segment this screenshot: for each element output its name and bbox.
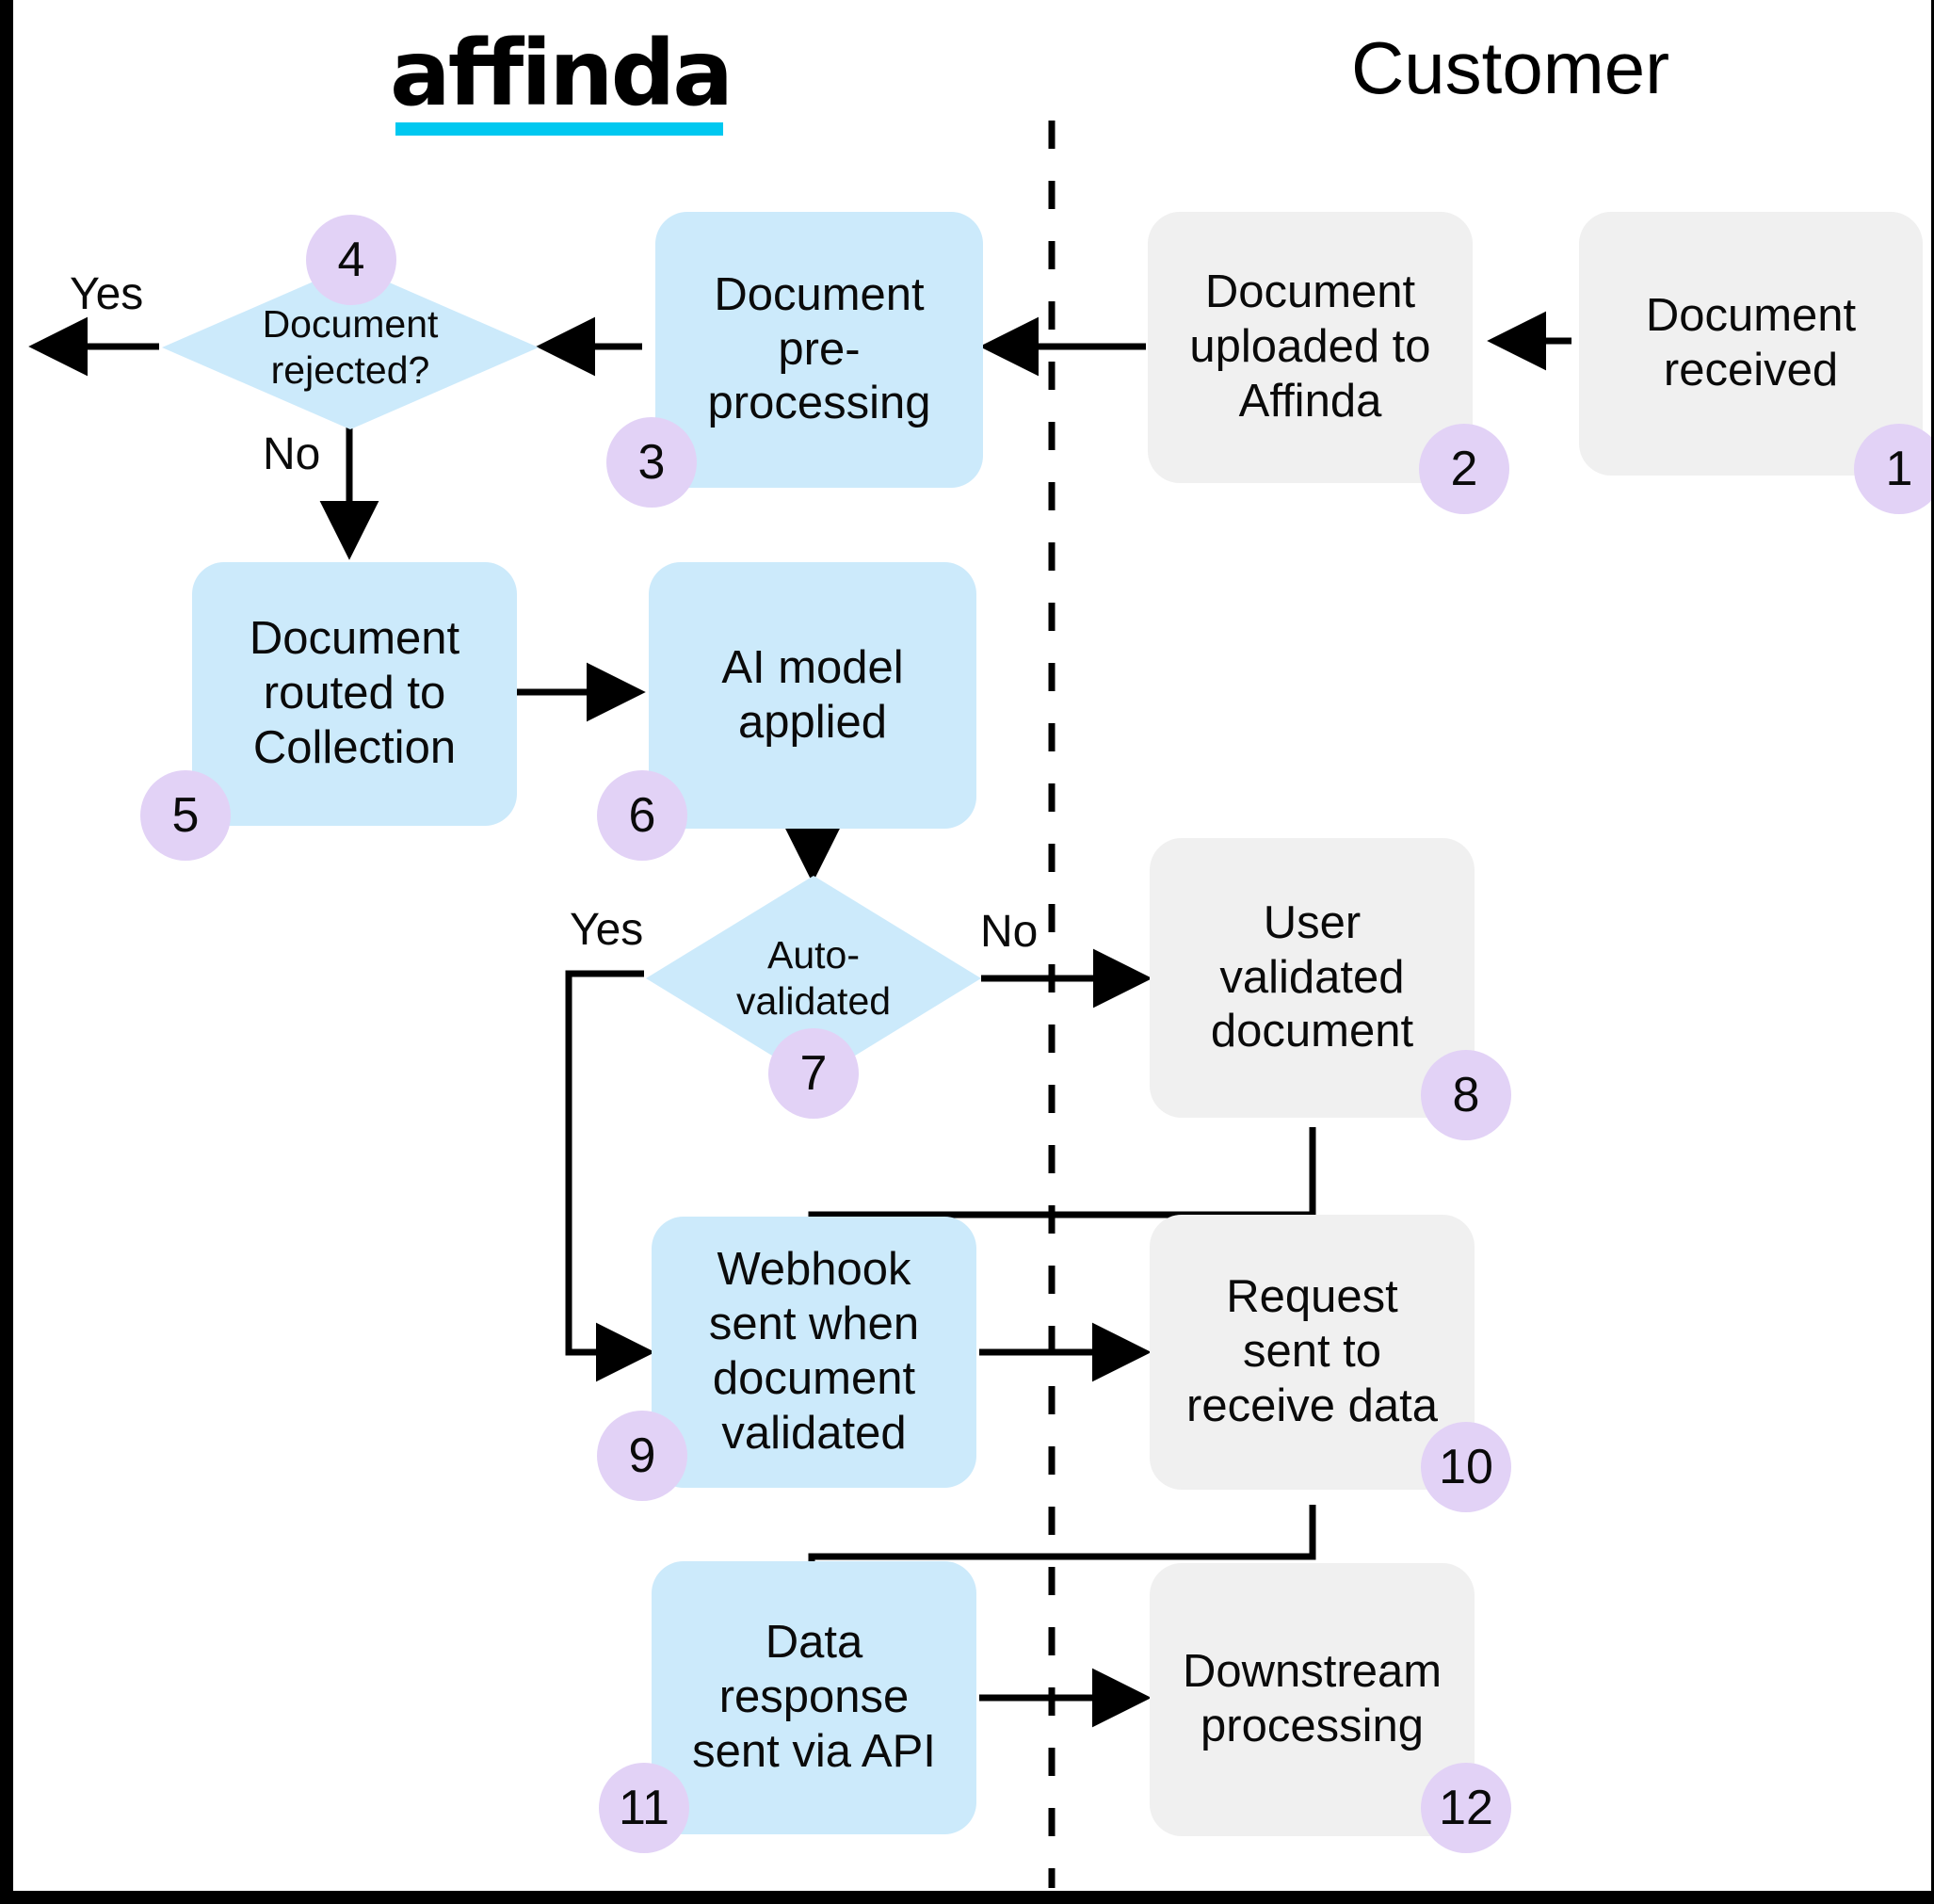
- badge-11: 11: [599, 1763, 689, 1853]
- customer-lane-title: Customer: [1350, 26, 1670, 109]
- edge-label-yes-rejected: Yes: [70, 269, 144, 319]
- node-document-uploaded-to-affinda[interactable]: Document uploaded to Affinda: [1148, 212, 1473, 483]
- node-document-received[interactable]: Document received: [1579, 212, 1923, 476]
- badge-9: 9: [597, 1411, 687, 1501]
- badge-7: 7: [768, 1028, 859, 1119]
- badge-4: 4: [306, 215, 396, 305]
- badge-8: 8: [1421, 1050, 1511, 1140]
- node-document-routed-to-collection[interactable]: Document routed to Collection: [192, 562, 517, 826]
- edge-label-no-rejected: No: [263, 429, 321, 479]
- decision-7-label: Auto- validated: [735, 932, 892, 1023]
- node-request-sent-to-receive-data[interactable]: Request sent to receive data: [1150, 1215, 1475, 1490]
- badge-10: 10: [1421, 1422, 1511, 1512]
- edge-label-yes-validated: Yes: [570, 905, 644, 955]
- badge-6: 6: [597, 770, 687, 861]
- affinda-wordmark: affinda: [390, 21, 733, 126]
- node-user-validated-document[interactable]: User validated document: [1150, 838, 1475, 1118]
- node-downstream-processing[interactable]: Downstream processing: [1150, 1563, 1475, 1836]
- node-webhook-sent-when-document-validated[interactable]: Webhook sent when document validated: [652, 1217, 976, 1488]
- node-document-pre-processing[interactable]: Document pre- processing: [655, 212, 983, 488]
- node-data-response-sent-via-api[interactable]: Data response sent via API: [652, 1561, 976, 1834]
- node-ai-model-applied[interactable]: AI model applied: [649, 562, 976, 829]
- badge-1: 1: [1854, 424, 1931, 514]
- edge-7-to-9-yes: [565, 970, 655, 1382]
- badge-12: 12: [1421, 1763, 1511, 1853]
- badge-5: 5: [140, 770, 231, 861]
- edge-label-no-validated: No: [980, 907, 1039, 957]
- badge-2: 2: [1419, 424, 1509, 514]
- brand-underline-bar: [395, 122, 723, 136]
- badge-3: 3: [606, 417, 697, 508]
- affinda-logo: affinda: [390, 21, 733, 136]
- decision-4-label: Document rejected?: [262, 301, 439, 392]
